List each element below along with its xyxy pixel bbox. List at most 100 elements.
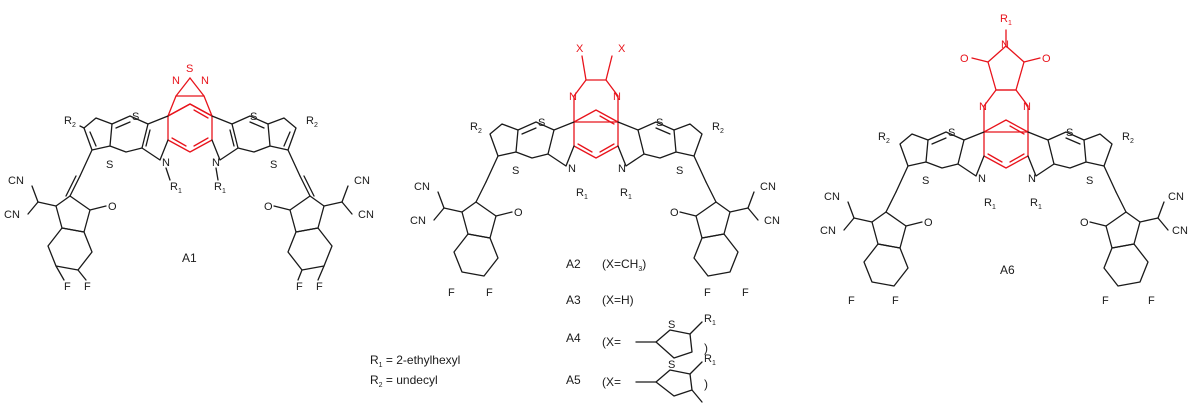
compound-label-a1: A1 (182, 251, 197, 265)
left-end-group: O CN CN F F (4, 175, 117, 293)
a4-thiophene-s: S (668, 319, 675, 331)
variant-a2-x: (X=CH3) (602, 257, 646, 273)
right-fused-rings: S S N R1 R2 (211, 111, 318, 195)
carbonyl-o-x-right: O (670, 207, 679, 219)
thiadiazole-n-left: N (172, 75, 180, 87)
thiophene-s-4: S (270, 159, 277, 171)
fluorine-x1: F (448, 287, 455, 299)
variant-a3-x: (X=H) (602, 293, 634, 307)
a5-r1: R1 (704, 353, 716, 367)
imide-o-right: O (1042, 53, 1051, 65)
legend-r1: R1 = 2-ethylhexyl (370, 353, 460, 369)
cyano-2: CN (4, 209, 20, 221)
carbonyl-o-left: O (108, 201, 117, 213)
pyrrole-n-a6-left: N (978, 173, 986, 185)
r1-left: R1 (170, 181, 182, 195)
thiophene-s-x1: S (538, 117, 545, 129)
cyano-x2: CN (410, 215, 426, 227)
right-end-group: O CN CN F F (264, 175, 374, 293)
legend-r2: R2 = undecyl (370, 373, 438, 389)
r1-right: R1 (214, 181, 226, 195)
left-fused-rings-a6: S S N R1 R2 (878, 127, 996, 211)
variant-a3-id: A3 (566, 293, 581, 307)
r2-right: R2 (306, 115, 318, 129)
pyrazine-a6-n-left: N (979, 101, 987, 113)
left-end-group-a6: O CN CN F F (820, 191, 933, 307)
right-fused-rings-x: S S N R1 R2 (617, 117, 724, 201)
pyrazine-n-left: N (569, 91, 577, 103)
fluorine-a6-1: F (848, 295, 855, 307)
thiadiazole-s: S (186, 63, 193, 75)
thiophene-s-2: S (106, 159, 113, 171)
r-group-legend: R1 = 2-ethylhexyl R2 = undecyl (370, 353, 460, 389)
central-core: N S N (167, 63, 213, 153)
right-fused-rings-a6: S S N R1 R2 (1027, 127, 1134, 211)
pyrrole-n-x-right: N (618, 163, 626, 175)
molecule-a6: O O N R1 N N S S N R1 R2 S S N (820, 13, 1188, 307)
r2-x-left: R2 (470, 121, 482, 135)
fluorine-a6-4: F (1148, 295, 1155, 307)
cyano-a6-3: CN (1168, 191, 1184, 203)
cyano-1: CN (8, 175, 24, 187)
cyano-a6-2: CN (820, 225, 836, 237)
pyrazine-a6-n-right: N (1023, 101, 1031, 113)
cyano-4: CN (358, 209, 374, 221)
variant-a4-x: (X= (602, 335, 621, 349)
thiophene-s-a6-1: S (948, 127, 955, 139)
pyrazine-n-right: N (613, 91, 621, 103)
a5-thiophene-s: S (668, 359, 675, 371)
thiophene-s-a6-2: S (922, 175, 929, 187)
compound-label-a6: A6 (1000, 263, 1015, 277)
r2-left: R2 (64, 115, 76, 129)
thiophene-s-x3: S (656, 117, 663, 129)
r2-a6-right: R2 (1122, 131, 1134, 145)
variant-list: A2 (X=CH3) A3 (X=H) A4 (X= S R1 ) A5 (X=… (566, 257, 716, 403)
fluorine-x4: F (742, 287, 749, 299)
thiophene-substituent-a4: S R1 ) (635, 313, 716, 359)
cyano-x1: CN (414, 181, 430, 193)
pyrrole-n-right: N (212, 157, 220, 169)
fluorine-x3: F (704, 287, 711, 299)
fluorine-1: F (64, 281, 71, 293)
fluorine-4: F (316, 281, 323, 293)
a5-close: ) (704, 377, 708, 391)
thiadiazole-n-right: N (201, 75, 209, 87)
carbonyl-o-right: O (264, 201, 273, 213)
cyano-a6-4: CN (1172, 225, 1188, 237)
cyano-x4: CN (764, 215, 780, 227)
right-end-group-a6: O CN CN F F (1080, 191, 1188, 307)
fluorine-a6-2: F (892, 295, 899, 307)
fluorine-2: F (84, 281, 91, 293)
r1-a6-right: R1 (1030, 197, 1042, 211)
variant-a5-id: A5 (566, 373, 581, 387)
thiophene-s-x2: S (512, 165, 519, 177)
x-left: X (576, 43, 584, 55)
imide-o-left: O (960, 53, 969, 65)
a4-close: ) (704, 341, 708, 355)
carbonyl-o-a6-right: O (1080, 217, 1089, 229)
molecule-a2-a5: X X N N S S N R1 R2 S S N R1 R2 (410, 43, 780, 403)
thiophene-substituent-a5: S R1 ) (635, 353, 716, 403)
pyrrole-n-left: N (162, 157, 170, 169)
fluorine-x2: F (486, 287, 493, 299)
fluorine-a6-3: F (1102, 295, 1109, 307)
a4-r1: R1 (704, 313, 716, 327)
variant-a5-x: (X= (602, 375, 621, 389)
thiophene-s-1: S (132, 111, 139, 123)
cyano-x3: CN (760, 181, 776, 193)
central-core-a6: O O N R1 N N (960, 13, 1051, 169)
fluorine-3: F (296, 281, 303, 293)
cyano-a6-1: CN (824, 191, 840, 203)
r2-a6-left: R2 (878, 131, 890, 145)
central-core-x: X X N N (569, 43, 626, 159)
thiophene-s-a6-3: S (1066, 127, 1073, 139)
thiophene-s-a6-4: S (1086, 175, 1093, 187)
molecule-a1: N S N S S N R1 R2 (4, 63, 374, 293)
r1-x-left: R1 (576, 187, 588, 201)
cyano-3: CN (354, 175, 370, 187)
left-end-group-x: O CN CN F F (410, 181, 523, 299)
r2-x-right: R2 (712, 121, 724, 135)
pyrrole-n-x-left: N (568, 163, 576, 175)
